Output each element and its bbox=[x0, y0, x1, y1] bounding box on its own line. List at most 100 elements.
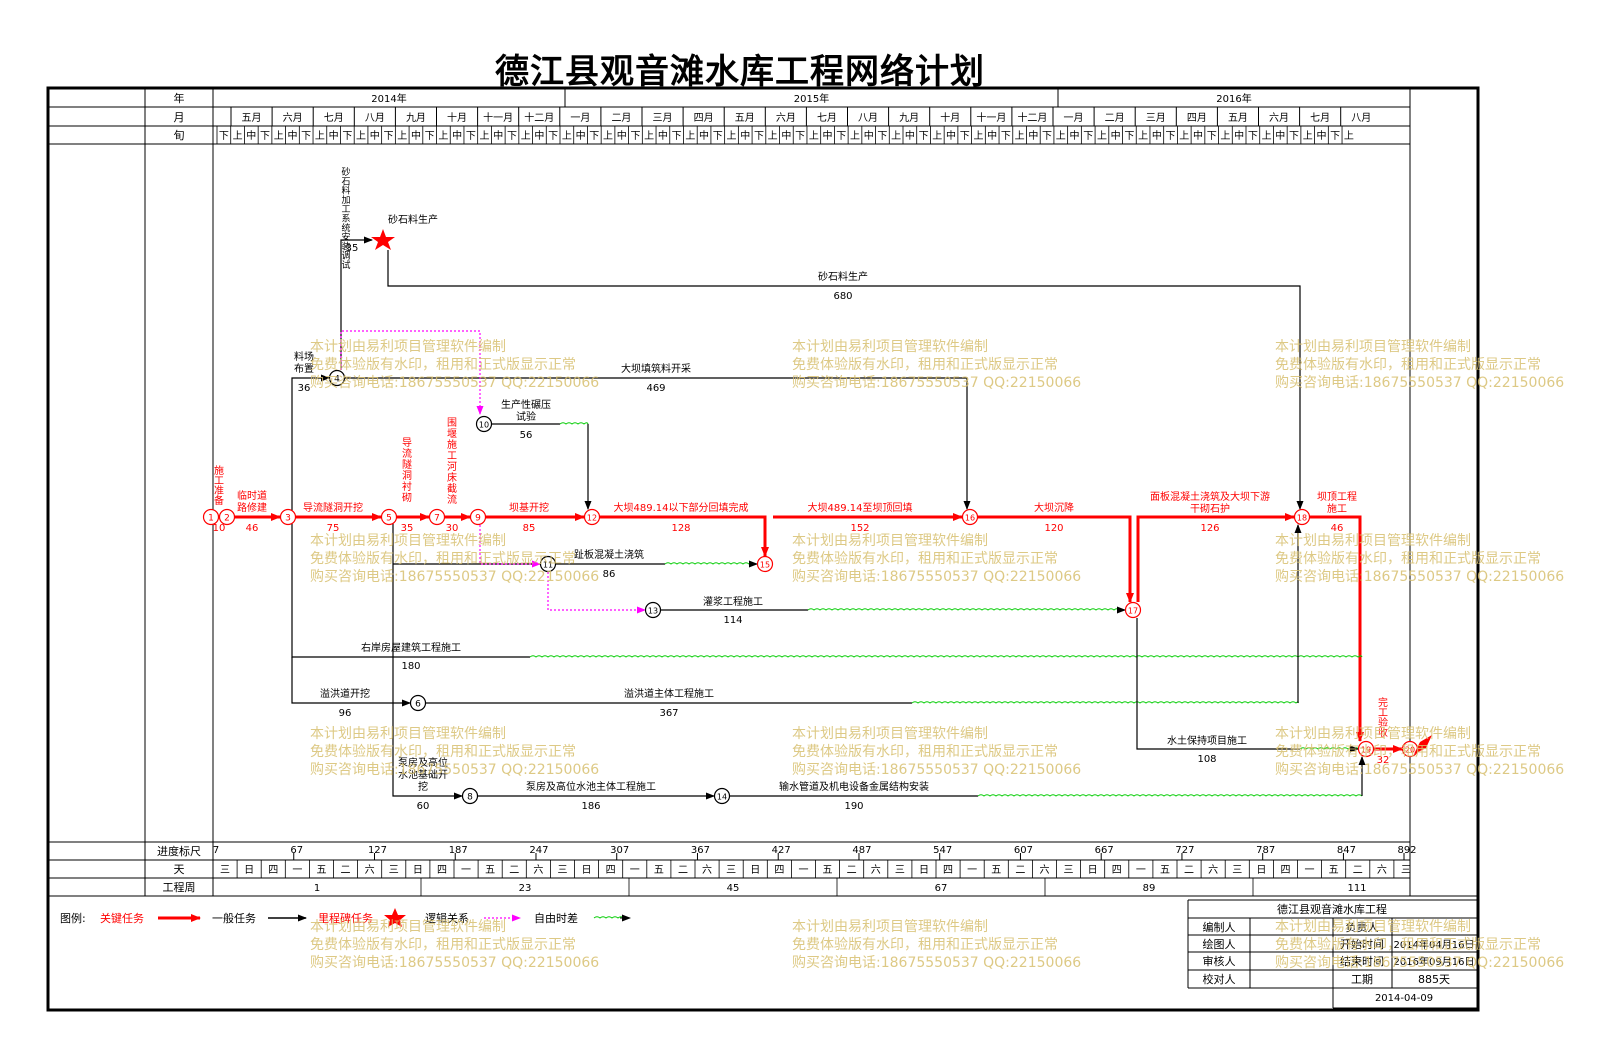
xun-label: 下 bbox=[1001, 131, 1011, 142]
xun-label: 中 bbox=[1193, 129, 1203, 142]
timeline-header bbox=[49, 89, 1477, 897]
task-name: 右岸房屋建筑工程施工 bbox=[361, 641, 461, 654]
row-label-month: 月 bbox=[174, 111, 185, 124]
task-name: 坝顶工程 bbox=[1317, 491, 1357, 503]
xun-label: 下 bbox=[466, 131, 476, 142]
task-name: 坝基开挖 bbox=[509, 501, 549, 514]
info-key: 结束时间 bbox=[1340, 955, 1384, 968]
task-name: 完工验收 bbox=[1378, 696, 1388, 739]
xun-label: 中 bbox=[1111, 129, 1121, 142]
node-1[interactable]: 1 bbox=[202, 508, 220, 526]
month-label: 十一月 bbox=[976, 111, 1006, 124]
node-3[interactable]: 3 bbox=[279, 508, 297, 526]
info-key: 工期 bbox=[1351, 973, 1373, 986]
row-label-xun: 旬 bbox=[174, 129, 185, 142]
edge bbox=[291, 657, 411, 707]
task-name: 水池基础开 bbox=[398, 768, 448, 781]
task-name: 溢洪道开挖 bbox=[320, 687, 370, 700]
xun-label: 下 bbox=[919, 131, 929, 142]
info-key: 审核人 bbox=[1203, 954, 1236, 968]
node-7[interactable]: 7 bbox=[428, 508, 446, 526]
free-float-line bbox=[1299, 747, 1359, 750]
milestone-name: 砂石料生产 bbox=[388, 213, 438, 226]
month-label: 五月 bbox=[1228, 112, 1248, 124]
task-duration: 56 bbox=[520, 430, 533, 441]
xun-label: 上 bbox=[1056, 130, 1066, 142]
xun-label: 中 bbox=[658, 129, 668, 142]
scale-tick: 892 bbox=[1397, 845, 1416, 856]
task-duration: 86 bbox=[603, 569, 616, 580]
node-8[interactable]: 8 bbox=[461, 787, 479, 805]
weekday-label: 一 bbox=[967, 865, 977, 876]
task-duration: 128 bbox=[671, 523, 690, 534]
weekday-label: 日 bbox=[413, 865, 423, 876]
watermark: 本计划由易利项目管理软件编制免费体验版有水印，租用和正式版显示正常购买咨询电话:… bbox=[792, 533, 1082, 585]
free-float-line bbox=[559, 422, 589, 425]
node-17[interactable]: 17 bbox=[1124, 601, 1142, 619]
month-label: 三月 bbox=[1146, 112, 1166, 124]
week-label: 111 bbox=[1347, 883, 1366, 894]
weekday-label: 一 bbox=[461, 865, 471, 876]
node-20[interactable]: 20 bbox=[1401, 740, 1419, 758]
node-16[interactable]: 16 bbox=[961, 508, 979, 526]
task-duration: 32 bbox=[1377, 755, 1390, 766]
xun-label: 下 bbox=[342, 131, 352, 142]
node-5[interactable]: 5 bbox=[380, 508, 398, 526]
month-label: 九月 bbox=[899, 112, 919, 124]
weekday-label: 五 bbox=[1160, 865, 1170, 876]
xun-label: 下 bbox=[877, 131, 887, 142]
xun-label: 上 bbox=[685, 130, 695, 142]
legend-star-icon bbox=[384, 908, 406, 927]
task-duration: 10 bbox=[213, 523, 226, 534]
task-duration: 46 bbox=[1331, 523, 1344, 534]
row-label-scale: 进度标尺 bbox=[157, 844, 201, 858]
scale-tick: 367 bbox=[691, 845, 710, 856]
weekday-label: 一 bbox=[630, 865, 640, 876]
node-4[interactable]: 4 bbox=[328, 369, 346, 387]
node-6[interactable]: 6 bbox=[409, 694, 427, 712]
watermark: 本计划由易利项目管理软件编制免费体验版有水印，租用和正式版显示正常购买咨询电话:… bbox=[1275, 339, 1565, 391]
free-float-line bbox=[977, 794, 1363, 797]
svg-text:2: 2 bbox=[224, 514, 230, 524]
xun-label: 下 bbox=[1124, 131, 1134, 142]
node-19[interactable]: 19 bbox=[1357, 740, 1375, 758]
task-duration: 75 bbox=[327, 523, 340, 534]
month-label: 十一月 bbox=[483, 111, 513, 124]
weekday-label: 五 bbox=[1329, 865, 1339, 876]
node-11[interactable]: 11 bbox=[539, 555, 557, 573]
node-2[interactable]: 2 bbox=[218, 508, 236, 526]
weekday-label: 一 bbox=[1305, 865, 1315, 876]
task-name: 路修建 bbox=[237, 501, 267, 514]
edge bbox=[1310, 515, 1364, 742]
xun-label: 中 bbox=[493, 129, 503, 142]
node-18[interactable]: 18 bbox=[1293, 508, 1311, 526]
weekday-label: 六 bbox=[365, 864, 375, 876]
node-12[interactable]: 12 bbox=[583, 508, 601, 526]
node-10[interactable]: 10 bbox=[475, 415, 493, 433]
task-name: 砂石料加工系统安装调试 bbox=[341, 166, 350, 271]
svg-text:1: 1 bbox=[208, 514, 214, 524]
xun-label: 中 bbox=[1152, 129, 1162, 142]
weekday-label: 六 bbox=[1377, 864, 1387, 876]
week-label: 89 bbox=[1143, 883, 1156, 894]
weekday-label: 日 bbox=[244, 865, 254, 876]
task-duration: 367 bbox=[659, 708, 678, 719]
info-key: 编制人 bbox=[1203, 920, 1236, 934]
xun-label: 下 bbox=[1166, 131, 1176, 142]
node-13[interactable]: 13 bbox=[644, 601, 662, 619]
node-14[interactable]: 14 bbox=[713, 787, 731, 805]
xun-label: 上 bbox=[727, 130, 737, 142]
task-duration: 152 bbox=[850, 523, 869, 534]
weekday-label: 五 bbox=[654, 865, 664, 876]
weekday-label: 六 bbox=[702, 864, 712, 876]
node-15[interactable]: 15 bbox=[756, 555, 774, 573]
legend-float-line bbox=[593, 916, 625, 919]
node-9[interactable]: 9 bbox=[469, 508, 487, 526]
week-label: 1 bbox=[314, 883, 320, 894]
task-name: 施工 bbox=[1327, 502, 1347, 515]
info-key: 校对人 bbox=[1203, 972, 1236, 986]
xun-label: 上 bbox=[1220, 130, 1230, 142]
scale-tick: 307 bbox=[610, 845, 629, 856]
month-label: 六月 bbox=[1269, 112, 1289, 124]
